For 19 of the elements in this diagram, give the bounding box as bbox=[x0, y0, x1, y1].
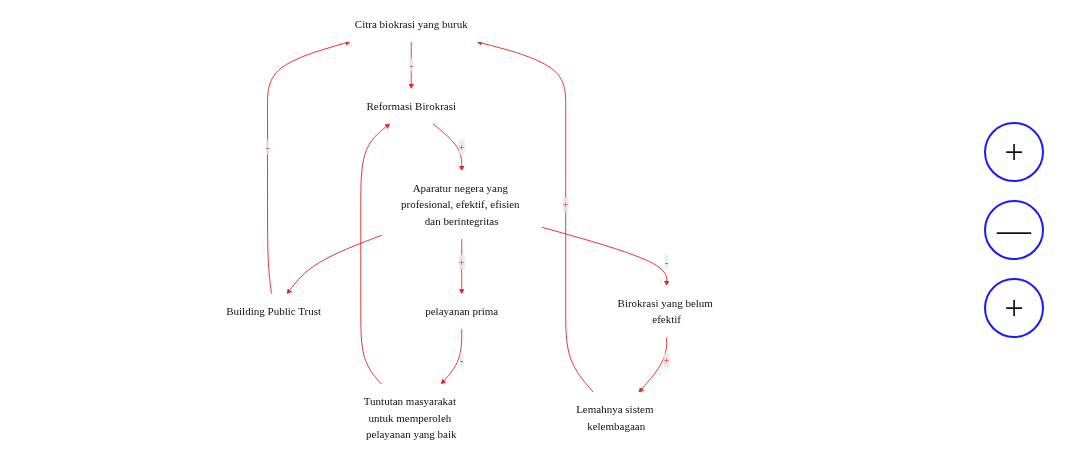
loop-polarity-label: + bbox=[984, 277, 1044, 338]
loop-polarity-label: + bbox=[984, 121, 1044, 182]
edge-label: + bbox=[562, 198, 569, 211]
node-text: Building Public Trust bbox=[226, 305, 322, 318]
loop-polarity-label: — bbox=[984, 199, 1044, 260]
node-text: Reformasi Birokrasi bbox=[366, 99, 457, 113]
edge-label: - bbox=[459, 354, 464, 367]
node-text: Citra biokrasi yang buruk bbox=[354, 17, 468, 31]
node-text: Birokrasi yang belum efektif bbox=[617, 296, 713, 326]
node-text: Aparatur negera yang profesional, efektif, efisien dan berintegritas bbox=[401, 181, 520, 228]
edge-label: + bbox=[458, 255, 465, 269]
edge-label: + bbox=[458, 140, 465, 154]
node-text: Tuntutan masyarakat untuk memperoleh pelayanan yang baik bbox=[363, 395, 457, 441]
node-text: pelayanan prima bbox=[425, 305, 499, 318]
edge-label: + bbox=[663, 354, 670, 367]
edge-label: - bbox=[409, 58, 414, 72]
node-text: Lemahnya sistem kelembagaan bbox=[576, 403, 654, 433]
edge-label: - bbox=[664, 255, 669, 269]
edge-label: - bbox=[265, 140, 270, 154]
